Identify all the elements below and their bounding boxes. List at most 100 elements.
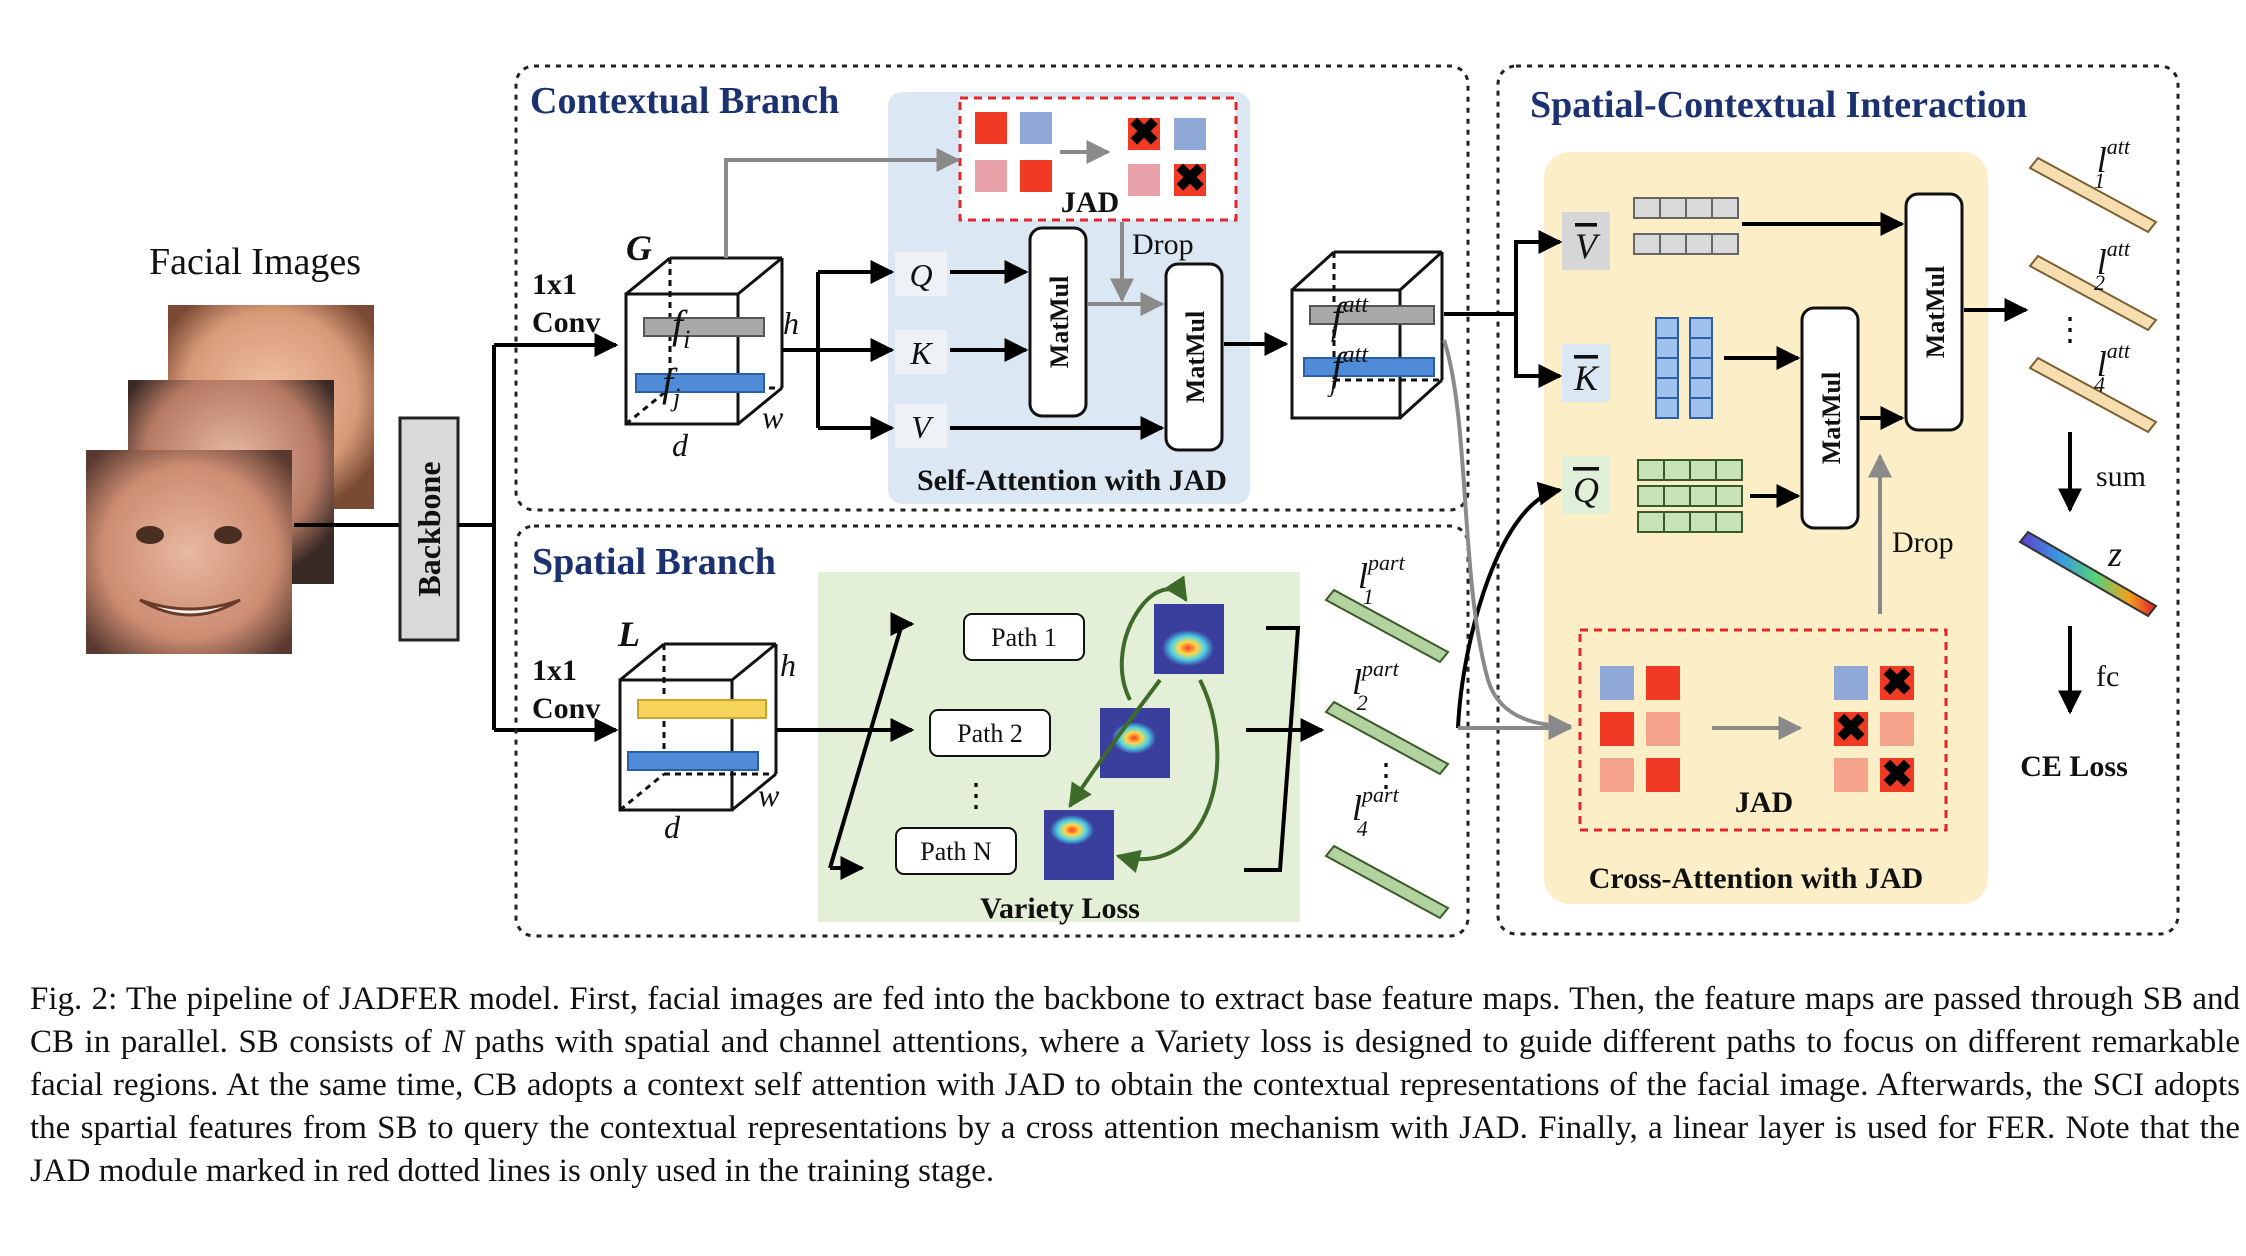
l-dim-h: h [780,647,796,683]
l-att-ellipsis: ⋮ [2054,311,2086,347]
spatial-branch-frame [514,524,1470,938]
input-label: Facial Images [149,241,361,283]
sci-matmul-1 [1800,306,1860,530]
att-feature-j-token [1303,357,1435,377]
sci-q-box [1562,456,1610,514]
sci-k-label: K [1573,358,1600,398]
l-dim-d: d [664,809,681,845]
caption-part-1: Fig. 2: The pipeline of JADFER model. Fi… [30,981,2240,1060]
cb-matmul-1-label: MatMul [1045,276,1074,368]
l-att-token-3 [2028,356,2158,434]
g-feature-j-token [635,373,765,393]
figure-caption: Fig. 2: The pipeline of JADFER model. Fi… [30,978,2240,1193]
cross-attention-label: Cross-Attention with JAD [1589,862,1923,895]
backbone-label: Backbone [411,461,447,596]
sci-matmul-1-label: MatMul [1817,372,1846,464]
l-feature-yellow-token [637,699,767,719]
svg-text:✖: ✖ [1174,158,1206,200]
g-dim-h: h [783,305,799,341]
path-n-box [895,827,1017,875]
heatmap-face-1 [1154,604,1224,674]
l-feature-blue-token [627,751,759,771]
face-stack [86,305,374,654]
sb-conv-label-1: 1x1 [532,654,577,687]
self-attention-label: Self-Attention with JAD [917,464,1227,497]
path-n-label: Path N [920,837,992,866]
caption-part-2: paths with spatial and channel attention… [30,1024,2241,1189]
cb-q-label: Q [909,257,932,293]
g-feature-j-label: fj [662,360,680,412]
face-image-3 [86,450,292,654]
cb-conv-label-1: 1x1 [532,268,577,301]
backbone-block [398,416,460,642]
sci-q-label: Q [1573,470,1599,510]
svg-text:✖: ✖ [1881,662,1913,704]
l-att-token-2 [2028,254,2158,332]
sci-drop-label: Drop [1892,526,1954,559]
l-part-token-3 [1324,844,1450,920]
contextual-branch-title: Contextual Branch [530,80,839,122]
att-tensor-cube [1290,250,1444,420]
sci-v-label: V [1575,226,1601,266]
cb-v-label: V [911,409,934,445]
v-box [895,404,947,448]
z-label: z [2107,534,2122,574]
sci-title: Spatial-Contextual Interaction [1530,84,2027,126]
sci-k-grid [1655,317,1713,419]
g-dim-w: w [762,399,784,435]
cb-jad-label: JAD [1061,186,1119,219]
sci-matmul-2 [1904,192,1964,432]
ce-loss-label: CE Loss [2020,750,2128,783]
att-feature-i-token [1309,305,1435,325]
cb-matmul-2-label: MatMul [1181,311,1210,403]
g-tensor-cube [624,256,784,426]
sci-frame [1496,64,2180,936]
svg-text:✖: ✖ [1881,754,1913,796]
contextual-branch-frame [514,64,1470,512]
l-part-ellipsis: ⋮ [1370,757,1402,793]
svg-text:✖: ✖ [1835,708,1867,750]
path-2-label: Path 2 [957,719,1023,748]
heatmap-face-2 [1100,708,1170,778]
spatial-branch-title: Spatial Branch [532,541,776,583]
path-1-label: Path 1 [991,623,1057,652]
l-part-token-1 [1324,588,1450,664]
sci-v-box [1562,212,1610,270]
caption-n-symbol: N [442,1024,465,1060]
sum-label: sum [2096,460,2146,493]
z-vector [2018,530,2158,618]
heatmap-face-3 [1044,810,1114,880]
svg-text:✖: ✖ [1128,112,1160,154]
cb-matmul-2 [1164,262,1224,452]
l-att-token-1 [2028,156,2158,234]
k-box [895,330,947,374]
q-box [895,252,947,296]
l-dim-w: w [758,777,780,813]
g-tensor-name: G [626,228,652,268]
cb-k-label: K [909,335,933,371]
sb-conv-label-2: Conv [532,692,600,725]
pipeline-diagram: Facial Images Backbone Contextual Branch… [86,64,2180,938]
path-2-box [929,709,1051,757]
cb-matmul-1 [1028,226,1088,418]
sci-q-grid [1637,459,1743,533]
path-1-box [963,613,1085,661]
l-part-token-2 [1324,700,1450,776]
variety-loss-label: Variety Loss [980,892,1140,925]
l-tensor-cube [618,642,778,812]
sci-matmul-2-label: MatMul [1921,266,1950,358]
g-dim-d: d [672,427,689,463]
cb-drop-label: Drop [1132,228,1194,261]
fc-label: fc [2096,660,2119,693]
l-tensor-name: L [617,614,640,654]
cb-conv-label-2: Conv [532,306,600,339]
path-ellipsis: ⋮ [960,777,992,813]
sci-k-box [1562,344,1610,402]
sci-v-grid [1633,197,1739,255]
